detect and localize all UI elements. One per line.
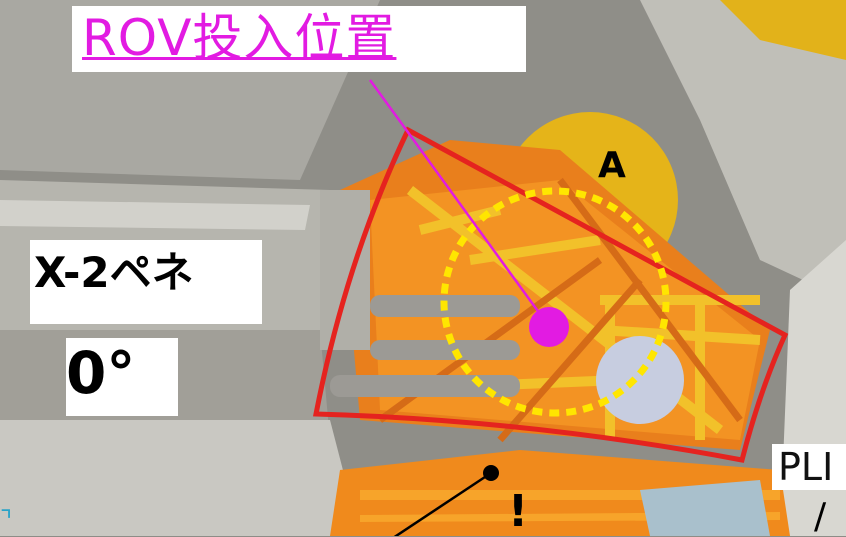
beam-left-top (0, 200, 310, 230)
pl-label: PLI (778, 445, 834, 489)
grey-cylinder (596, 336, 684, 424)
wall-upper-right (640, 0, 846, 300)
slash-mark: / (814, 496, 827, 537)
yellow-top-right (720, 0, 846, 60)
bottom-leader-dot (483, 465, 499, 481)
rov-title-box: ROV投入位置 (72, 6, 526, 72)
marker-a: A (598, 145, 626, 186)
bracket (320, 190, 370, 350)
rov-title: ROV投入位置 (82, 9, 397, 67)
tank (640, 480, 770, 536)
exclamation-mark: ! (508, 486, 529, 537)
bottom-leader-line (393, 471, 492, 536)
rov-leader-line (368, 79, 550, 326)
floor-lower-left (0, 420, 360, 536)
penetration-label: X-2ペネ (34, 248, 194, 297)
corner-mark: ⌝ (0, 506, 13, 536)
angle-label-box: 0° (66, 338, 178, 416)
rov-target-point (529, 307, 569, 347)
pl-label-box: PLI (772, 444, 846, 490)
access-region-outline (312, 126, 789, 463)
access-circle (440, 187, 670, 417)
penetration-label-box: X-2ペネ (30, 240, 262, 324)
angle-label: 0° (66, 339, 136, 407)
